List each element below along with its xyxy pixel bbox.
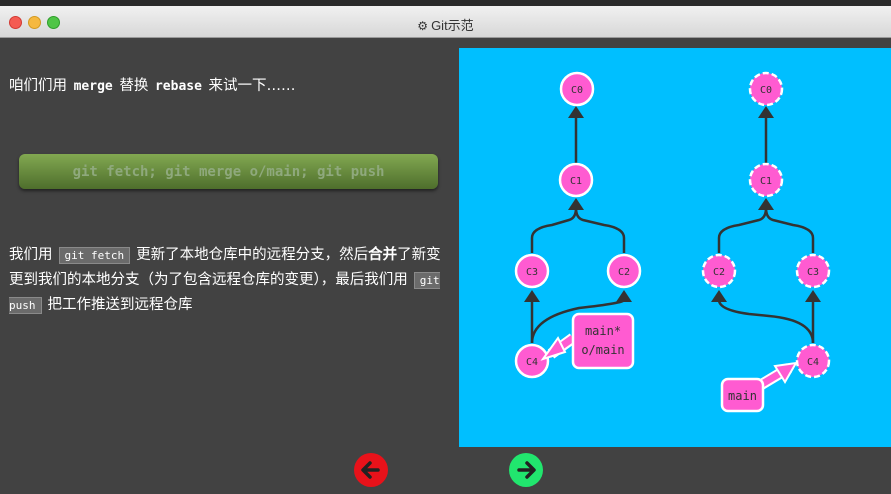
gear-icon: ⚙ bbox=[417, 19, 429, 33]
intro-part-3: 来试一下…… bbox=[208, 78, 296, 94]
commit-label: C1 bbox=[760, 176, 772, 187]
remote-commit-node[interactable]: C0 bbox=[748, 71, 784, 107]
remote-branch-box[interactable]: main bbox=[720, 377, 765, 413]
command-button[interactable]: git fetch; git merge o/main; git push bbox=[19, 154, 438, 189]
commit-label: C2 bbox=[618, 267, 630, 278]
remote-edges bbox=[717, 110, 815, 344]
forward-button[interactable] bbox=[508, 452, 544, 488]
intro-part-1: 咱们们用 bbox=[9, 78, 67, 94]
arrowhead bbox=[758, 106, 774, 118]
local-branch-pointer bbox=[540, 333, 577, 361]
local-branch-box[interactable]: main* o/main bbox=[571, 312, 635, 370]
arrowhead bbox=[805, 290, 821, 302]
arrow-left-icon bbox=[354, 453, 388, 487]
edge-c3-c1-remote bbox=[764, 207, 815, 253]
remote-commit-node[interactable]: C3 bbox=[795, 253, 831, 289]
edge-c4-c2-remote bbox=[717, 299, 815, 344]
branch-label-o-main: o/main bbox=[581, 343, 624, 357]
desc-part-1: 我们用 bbox=[9, 247, 53, 263]
commit-node[interactable]: C0 bbox=[559, 71, 595, 107]
description-text: 我们用 git fetch 更新了本地仓库中的远程分支，然后合并了新变更到我们的本地… bbox=[9, 243, 449, 318]
arrowhead bbox=[758, 198, 774, 210]
background-strip bbox=[0, 0, 891, 6]
window-title: ⚙Git示范 bbox=[0, 15, 891, 34]
commit-node[interactable]: C1 bbox=[558, 162, 594, 198]
arrowhead bbox=[524, 290, 540, 302]
intro-text: 咱们们用 merge 替换 rebase 来试一下…… bbox=[9, 74, 296, 95]
commit-label: C4 bbox=[526, 357, 538, 368]
close-window-button[interactable] bbox=[9, 16, 22, 29]
window-title-text: Git示范 bbox=[431, 18, 474, 33]
git-visualization: C0 C1 C3 C2 C4 bbox=[459, 48, 891, 447]
commit-label: C2 bbox=[713, 267, 725, 278]
remote-commits: C0 C1 C2 C3 C4 bbox=[701, 71, 831, 379]
desc-part-4: 把工作推送到远程仓库 bbox=[47, 297, 193, 313]
edge-c4-c2 bbox=[530, 298, 626, 344]
commit-node[interactable]: C3 bbox=[514, 253, 550, 289]
commit-label: C4 bbox=[807, 357, 819, 368]
desc-part-2: 更新了本地仓库中的远程分支，然后 bbox=[136, 247, 369, 263]
commit-graph: C0 C1 C3 C2 C4 bbox=[514, 71, 831, 413]
remote-arrowheads bbox=[711, 106, 821, 302]
commit-label: C1 bbox=[570, 176, 582, 187]
commit-label: C3 bbox=[526, 267, 538, 278]
minimize-window-button[interactable] bbox=[28, 16, 41, 29]
arrowhead bbox=[616, 290, 632, 302]
intro-part-2: 替换 bbox=[119, 78, 149, 94]
back-button[interactable] bbox=[353, 452, 389, 488]
arrowhead bbox=[568, 106, 584, 118]
arrowhead bbox=[711, 290, 727, 302]
branch-label-main-star: main* bbox=[585, 324, 621, 338]
desc-bold-merge: 合并 bbox=[368, 247, 398, 263]
branch-label-main: main bbox=[728, 389, 757, 403]
commit-label: C0 bbox=[571, 85, 583, 96]
edge-c3-c1 bbox=[530, 207, 578, 253]
arrowhead bbox=[568, 198, 584, 210]
maximize-window-button[interactable] bbox=[47, 16, 60, 29]
commit-node[interactable]: C4 bbox=[514, 343, 550, 379]
title-bar: ⚙Git示范 bbox=[0, 6, 891, 38]
remote-commit-node[interactable]: C4 bbox=[795, 343, 831, 379]
local-commits: C0 C1 C3 C2 C4 bbox=[514, 71, 642, 379]
instruction-panel: 咱们们用 merge 替换 rebase 来试一下…… git fetch; g… bbox=[0, 38, 455, 494]
local-edges bbox=[530, 110, 626, 344]
remote-commit-node[interactable]: C2 bbox=[701, 253, 737, 289]
intro-code-merge: merge bbox=[73, 79, 113, 94]
remote-commit-node[interactable]: C1 bbox=[748, 162, 784, 198]
commit-label: C3 bbox=[807, 267, 819, 278]
command-text: git fetch; git merge o/main; git push bbox=[72, 163, 385, 180]
local-arrowheads bbox=[524, 106, 632, 302]
desc-code-fetch: git fetch bbox=[58, 247, 131, 264]
edge-c2-c1-remote bbox=[717, 207, 768, 253]
intro-code-rebase: rebase bbox=[154, 79, 202, 94]
arrow-right-icon bbox=[509, 453, 543, 487]
commit-label: C0 bbox=[760, 85, 772, 96]
edge-c2-c1 bbox=[574, 207, 626, 253]
commit-node[interactable]: C2 bbox=[606, 253, 642, 289]
desc-part-3: 了新变更到我们的本地分支（为了包含远程仓库的变更），最后我们用 bbox=[9, 247, 441, 288]
